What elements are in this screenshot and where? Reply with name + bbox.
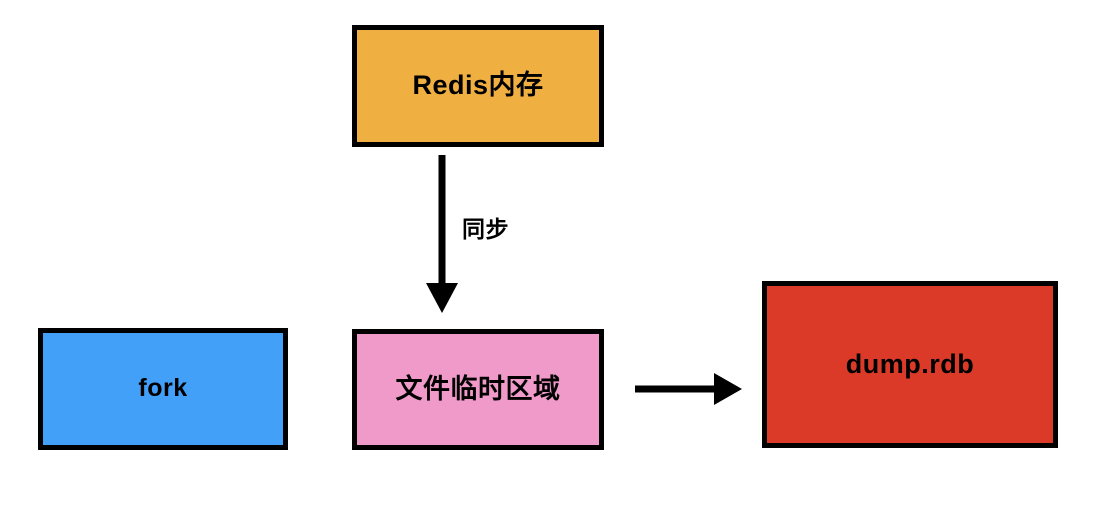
node-redis-memory-label: Redis内存 [412,70,544,101]
node-dump-file-label: dump.rdb [845,348,975,379]
node-temp-area-label: 文件临时区域 [395,373,561,404]
arrow-right-icon [635,373,742,405]
node-redis-memory[interactable]: Redis内存 [352,25,604,147]
node-fork-label: fork [138,374,188,403]
node-dump-file[interactable]: dump.rdb [762,281,1058,448]
node-temp-area[interactable]: 文件临时区域 [352,329,604,450]
edge-label-sync: 同步 [462,216,509,242]
arrow-down-icon [426,155,458,313]
node-fork[interactable]: fork [38,328,288,450]
